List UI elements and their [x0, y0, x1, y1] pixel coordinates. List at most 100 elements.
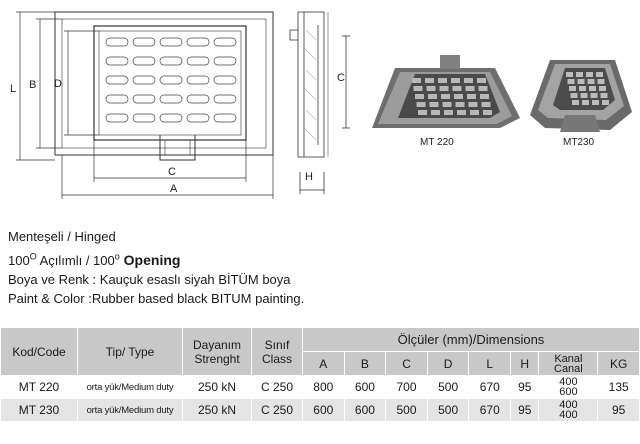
dim-label-B: B [29, 79, 36, 91]
grate-slot [132, 113, 156, 123]
grate-slot [431, 110, 440, 115]
cell-B: 600 [343, 398, 387, 422]
cell-type: orta yük/Medium duty [77, 398, 183, 422]
cell-canal: 400 600 [538, 375, 599, 399]
grate-slot [186, 94, 210, 104]
header-kg: KG [597, 351, 640, 376]
photo-mt220 [372, 55, 520, 128]
cell-H: 95 [510, 398, 540, 422]
grate-slot [439, 86, 449, 91]
grate-slot [412, 78, 421, 83]
grate-slot [186, 113, 210, 123]
grate-slot [159, 75, 183, 85]
grate-slot [467, 94, 476, 99]
grate-slot [465, 86, 475, 91]
grate-slot [464, 78, 473, 83]
grate-slot [570, 93, 578, 98]
dim-label-C: C [168, 166, 176, 178]
side-section [289, 11, 350, 194]
photo-label-mt230: MT230 [563, 137, 595, 148]
dim-label-C-side: C [337, 72, 345, 84]
grate-slot [186, 37, 210, 47]
header-type: Tip/ Type [77, 327, 183, 376]
cell-canal-1: 400 [559, 376, 578, 388]
grate-slot [580, 93, 588, 98]
grate-slot [416, 102, 426, 107]
grate-slot [470, 110, 479, 115]
header-canal: Kanal Canal [538, 351, 599, 376]
cell-kg: 135 [597, 375, 640, 399]
opening-prefix: 100 [8, 253, 30, 268]
header-H: H [510, 351, 540, 376]
cell-kg: 95 [597, 398, 640, 422]
grate-slot [457, 110, 466, 115]
grate-slot [600, 93, 608, 98]
header-L: L [468, 351, 512, 376]
cell-code: MT 220 [0, 375, 78, 399]
grate-slot [426, 86, 436, 91]
grate-slot [589, 86, 596, 91]
cell-type: orta yük/Medium duty [77, 375, 183, 399]
grate-slot [477, 78, 486, 83]
table-row: MT 230 orta yük/Medium duty 250 kN C 250… [0, 398, 640, 422]
cell-A: 600 [302, 398, 345, 422]
grate-slot [597, 79, 605, 84]
grate-slot [567, 79, 575, 84]
grate-slot [483, 110, 492, 115]
cell-C: 700 [385, 375, 428, 399]
cell-code: MT 230 [0, 398, 78, 422]
grate-slot [576, 72, 583, 77]
grate-slot [586, 72, 593, 77]
grate-slot [569, 86, 576, 91]
grate-slot [413, 86, 423, 91]
cell-canal-2: 400 [559, 409, 578, 421]
dimension-lines [16, 11, 274, 199]
grate-slot [454, 94, 463, 99]
grate-slot [105, 75, 129, 85]
grate-slot [105, 94, 129, 104]
dim-label-H: H [305, 171, 313, 183]
photo-mt230 [530, 60, 632, 132]
grate-slot [213, 94, 237, 104]
header-D: D [426, 351, 470, 376]
grate-slot [582, 100, 589, 105]
grate-slot [442, 102, 452, 107]
grate-slot [425, 78, 434, 83]
paint-text-en: Paint & Color :Rubber based black BITUM … [8, 291, 305, 306]
header-C: C [385, 351, 428, 376]
dim-label-D: D [54, 78, 62, 90]
grate-slot [602, 100, 609, 105]
grate-slot [418, 110, 427, 115]
opening-text: 100O Açılımlı / 100o Opening [8, 252, 180, 268]
cell-class: C 250 [251, 375, 303, 399]
grate-slot [452, 86, 462, 91]
header-strength-tr: Dayanım [192, 337, 242, 352]
grate-slot [105, 37, 129, 47]
table-row: MT 220 orta yük/Medium duty 250 kN C 250… [0, 375, 640, 399]
grate-slot [132, 94, 156, 104]
plan-view [54, 11, 274, 161]
grate-slot [596, 72, 603, 77]
header-class-en: Class [261, 351, 292, 366]
grate-slot [429, 102, 439, 107]
cell-canal-2: 600 [559, 386, 578, 398]
cell-H: 95 [510, 375, 540, 399]
grate-slot [159, 37, 183, 47]
grate-slot [159, 113, 183, 123]
grate-slot [186, 56, 210, 66]
technical-drawing: L B D C A C H [10, 11, 632, 199]
grate-slot [441, 94, 450, 99]
dim-label-A: A [170, 183, 178, 195]
grate-slot [599, 86, 606, 91]
grate-slot [572, 100, 579, 105]
grate-slot [213, 56, 237, 66]
header-A: A [302, 351, 345, 376]
grate-slot [590, 93, 598, 98]
grate-slot [566, 72, 573, 77]
grate-slot [213, 37, 237, 47]
cell-class: C 250 [251, 398, 303, 422]
grate-slot [132, 37, 156, 47]
grate-slot [186, 75, 210, 85]
cell-strength: 250 kN [182, 375, 252, 399]
opening-degree-1: O [29, 251, 37, 262]
